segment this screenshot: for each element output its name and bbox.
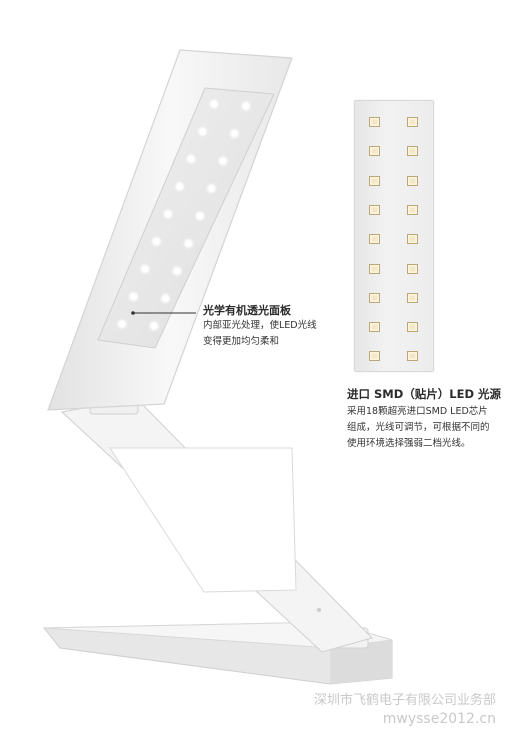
watermark-url: mwysse2012.cn [382, 711, 496, 727]
smd-led-chip [369, 175, 380, 186]
panel-callout-line: 内部亚光处理，使LED光线 [203, 320, 317, 331]
smd-led-chip [407, 322, 418, 333]
lamp-head [47, 49, 293, 411]
panel-callout-line: 变得更加均匀柔和 [203, 336, 280, 347]
panel-callout-title: 光学有机透光面板 [203, 304, 291, 317]
panel-callout: 光学有机透光面板 内部亚光处理，使LED光线 变得更加均匀柔和 [203, 304, 317, 350]
head-led-core [176, 183, 183, 190]
head-led-core [210, 100, 218, 108]
head-led-core [208, 185, 215, 192]
head-led-core [242, 102, 250, 110]
head-led-core [173, 267, 181, 275]
smd-led-chip [369, 117, 380, 127]
head-led-core [231, 130, 238, 137]
smd-led-chip [407, 234, 418, 245]
head-led-core [162, 295, 169, 302]
head-led-core [153, 238, 160, 245]
lamp-head-leds [115, 97, 253, 333]
smd-led-chip [369, 322, 380, 333]
smd-led-chip [369, 234, 380, 245]
head-led-core [130, 293, 137, 300]
smd-led-chip [369, 351, 380, 362]
panel-callout-pointer [131, 311, 196, 315]
smd-led-chip [369, 146, 380, 157]
head-led-core [164, 210, 172, 218]
head-led-core [196, 212, 204, 220]
lamp-arm [60, 397, 373, 653]
head-led-core [199, 128, 206, 135]
smd-led-chip [369, 292, 380, 303]
smd-led-chip [369, 204, 380, 215]
smd-callout: 进口 SMD（贴片）LED 光源 采用18颗超亮进口SMD LED芯片 组成，光… [347, 387, 507, 452]
smd-callout-title: 进口 SMD（贴片）LED 光源 [347, 387, 502, 401]
smd-led-chip [407, 146, 418, 157]
smd-callout-line: 组成，光线可调节，可根据不同的 [347, 422, 490, 433]
head-led-core [150, 322, 158, 330]
smd-led-chip [407, 351, 418, 362]
head-led-core [141, 265, 149, 273]
watermark-company: 深圳市飞鹤电子有限公司业务部 [313, 693, 496, 708]
smd-led-chip [407, 292, 418, 303]
head-led-core [185, 240, 192, 247]
smd-led-chip [407, 175, 418, 186]
smd-led-chip [369, 263, 380, 274]
smd-led-chip [407, 263, 418, 274]
head-led-core [219, 157, 227, 165]
head-led-core [118, 320, 126, 328]
power-indicator-icon [316, 607, 322, 613]
smd-led-chip [407, 117, 418, 127]
smd-led-board [354, 100, 434, 372]
smd-callout-line: 采用18颗超亮进口SMD LED芯片 [347, 406, 488, 417]
smd-callout-line: 使用环境选择强弱二档光线。 [347, 438, 471, 449]
head-led-core [187, 155, 195, 163]
smd-led-chip [407, 204, 418, 215]
